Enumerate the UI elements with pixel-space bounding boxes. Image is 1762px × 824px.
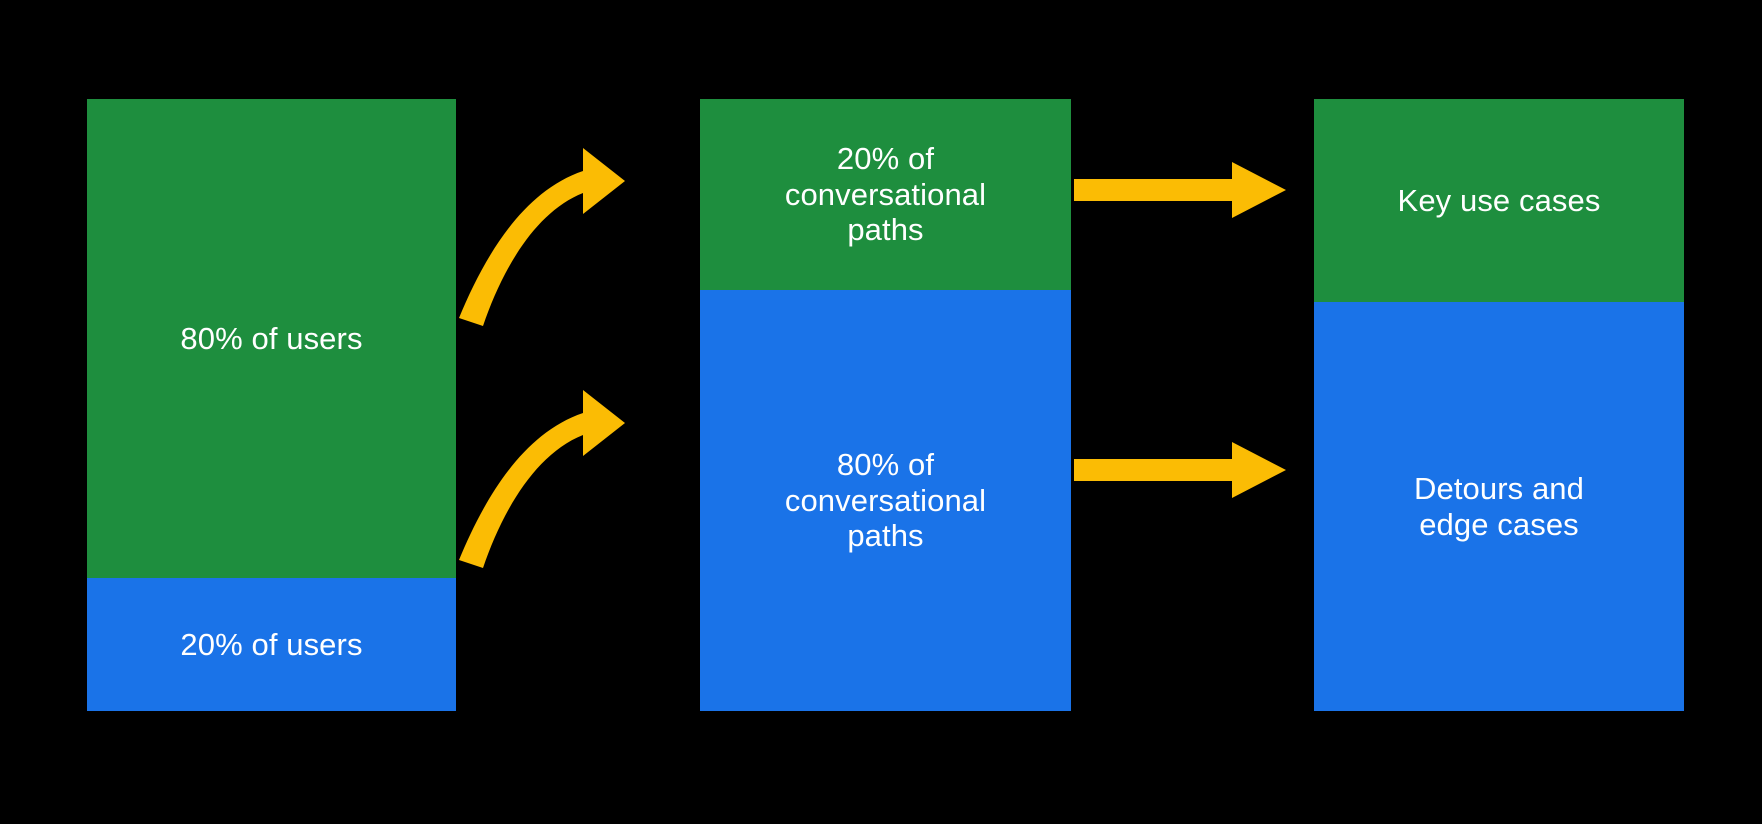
segment-label: 20% of users — [180, 626, 363, 662]
use-cases-column: Key use cases Detours and edge cases — [1314, 99, 1684, 711]
conversational-paths-column: 20% of conversational paths 80% of conve… — [700, 99, 1071, 711]
straight-arrow-shape — [1074, 442, 1286, 498]
curved-arrow-down-icon — [459, 390, 625, 568]
segment-paths-minority[interactable]: 20% of conversational paths — [700, 99, 1071, 290]
segment-key-use-cases[interactable]: Key use cases — [1314, 99, 1684, 302]
users-column: 80% of users 20% of users — [87, 99, 456, 711]
straight-arrow-top-icon — [1074, 162, 1286, 218]
curved-arrow-shape — [459, 390, 625, 568]
segment-label: 20% of conversational paths — [784, 140, 987, 248]
segment-detours-edge-cases[interactable]: Detours and edge cases — [1314, 302, 1684, 711]
segment-users-minority[interactable]: 20% of users — [87, 578, 456, 711]
straight-arrow-shape — [1074, 162, 1286, 218]
segment-label: Key use cases — [1397, 182, 1601, 218]
curved-arrow-up-icon — [459, 148, 625, 326]
curved-arrow-shape — [459, 148, 625, 326]
straight-arrow-bottom-icon — [1074, 442, 1286, 498]
segment-paths-majority[interactable]: 80% of conversational paths — [700, 290, 1071, 711]
segment-label: 80% of users — [180, 320, 363, 356]
segment-label: 80% of conversational paths — [784, 446, 987, 554]
segment-label: Detours and edge cases — [1414, 470, 1584, 542]
segment-users-majority[interactable]: 80% of users — [87, 99, 456, 578]
